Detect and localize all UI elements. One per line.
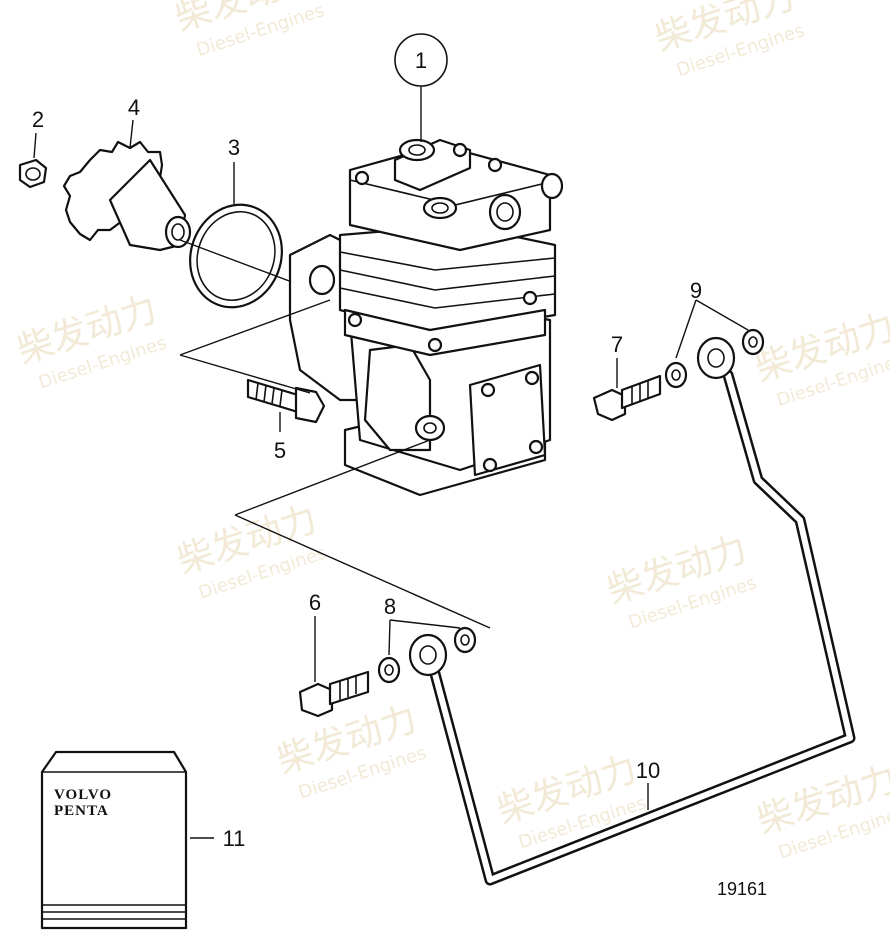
assembly-axis-line — [179, 239, 301, 286]
bolt-part-5 — [246, 378, 326, 432]
compressor-part — [288, 138, 564, 497]
callout-11: 11 — [223, 826, 246, 851]
callout-3: 3 — [228, 135, 240, 160]
gear-part — [62, 119, 192, 252]
washer-part-8 — [377, 619, 477, 684]
callout-8: 8 — [384, 594, 396, 619]
nut-part — [18, 132, 48, 189]
callout-2: 2 — [32, 107, 44, 132]
callout-1: 1 — [394, 33, 448, 142]
o-ring-part — [189, 162, 283, 309]
bolt-part-6 — [298, 616, 370, 718]
callout-5: 5 — [274, 438, 286, 463]
bolt-part-7 — [592, 358, 662, 422]
callout-6: 6 — [309, 590, 321, 615]
kit-brand-line2: PENTA — [54, 803, 109, 819]
bracket-5 — [179, 299, 331, 394]
washer-part-9 — [664, 299, 765, 389]
callout-7: 7 — [611, 332, 623, 357]
callout-label: 1 — [415, 48, 427, 73]
callout-10: 10 — [636, 758, 660, 783]
kit-brand-line1: VOLVO — [54, 787, 112, 803]
bracket-6-8 — [234, 439, 491, 629]
callout-9: 9 — [690, 278, 702, 303]
pipe-part — [408, 336, 856, 886]
callout-4: 4 — [128, 95, 140, 120]
gasket-kit-part: VOLVO PENTA — [40, 750, 214, 930]
figure-number: 19161 — [717, 879, 767, 899]
